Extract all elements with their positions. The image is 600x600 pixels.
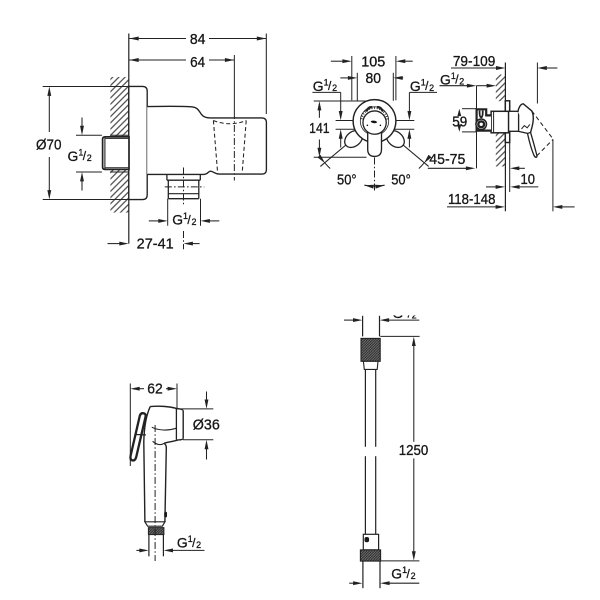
svg-text:1: 1 xyxy=(324,77,329,87)
svg-text:G: G xyxy=(68,148,79,164)
svg-text:G: G xyxy=(177,535,188,551)
svg-text:/: / xyxy=(192,536,196,550)
svg-text:62: 62 xyxy=(147,381,163,397)
svg-text:G: G xyxy=(172,212,183,228)
svg-text:Ø36: Ø36 xyxy=(193,418,220,434)
svg-text:50°: 50° xyxy=(391,173,411,189)
svg-text:Ø70: Ø70 xyxy=(36,138,62,154)
svg-text:1: 1 xyxy=(402,565,407,575)
svg-text:2: 2 xyxy=(411,571,416,581)
svg-text:27-41: 27-41 xyxy=(137,237,174,253)
svg-text:/: / xyxy=(408,306,412,320)
svg-text:118-148: 118-148 xyxy=(448,192,496,208)
svg-text:/: / xyxy=(328,79,332,93)
svg-text:2: 2 xyxy=(429,83,434,93)
svg-text:/: / xyxy=(187,213,191,227)
svg-text:G: G xyxy=(313,78,324,94)
svg-text:2: 2 xyxy=(332,83,337,93)
svg-text:2: 2 xyxy=(459,77,464,87)
svg-text:/: / xyxy=(407,567,411,581)
svg-text:1: 1 xyxy=(451,71,456,81)
svg-text:/: / xyxy=(425,79,429,93)
svg-text:10: 10 xyxy=(521,172,536,188)
svg-text:1: 1 xyxy=(421,77,426,87)
svg-text:G: G xyxy=(440,71,451,87)
svg-text:1: 1 xyxy=(78,147,83,157)
svg-text:105: 105 xyxy=(361,55,385,71)
svg-text:141: 141 xyxy=(309,121,330,137)
svg-text:G: G xyxy=(392,305,403,321)
svg-text:45-75: 45-75 xyxy=(429,152,465,168)
svg-text:1: 1 xyxy=(183,211,188,221)
svg-text:2: 2 xyxy=(412,310,417,320)
svg-text:G: G xyxy=(391,565,402,581)
svg-text:2: 2 xyxy=(191,217,196,227)
svg-text:59: 59 xyxy=(452,115,467,131)
svg-text:50°: 50° xyxy=(337,173,357,189)
svg-text:/: / xyxy=(455,73,459,87)
svg-text:G: G xyxy=(410,78,421,94)
svg-text:64: 64 xyxy=(190,55,205,71)
svg-text:/: / xyxy=(83,149,87,163)
svg-text:84: 84 xyxy=(190,32,206,48)
svg-text:1: 1 xyxy=(188,534,193,544)
svg-text:2: 2 xyxy=(196,540,201,550)
svg-text:2: 2 xyxy=(87,153,92,163)
svg-text:1250: 1250 xyxy=(399,443,429,459)
svg-text:80: 80 xyxy=(366,71,382,87)
svg-text:79-109: 79-109 xyxy=(453,54,496,70)
